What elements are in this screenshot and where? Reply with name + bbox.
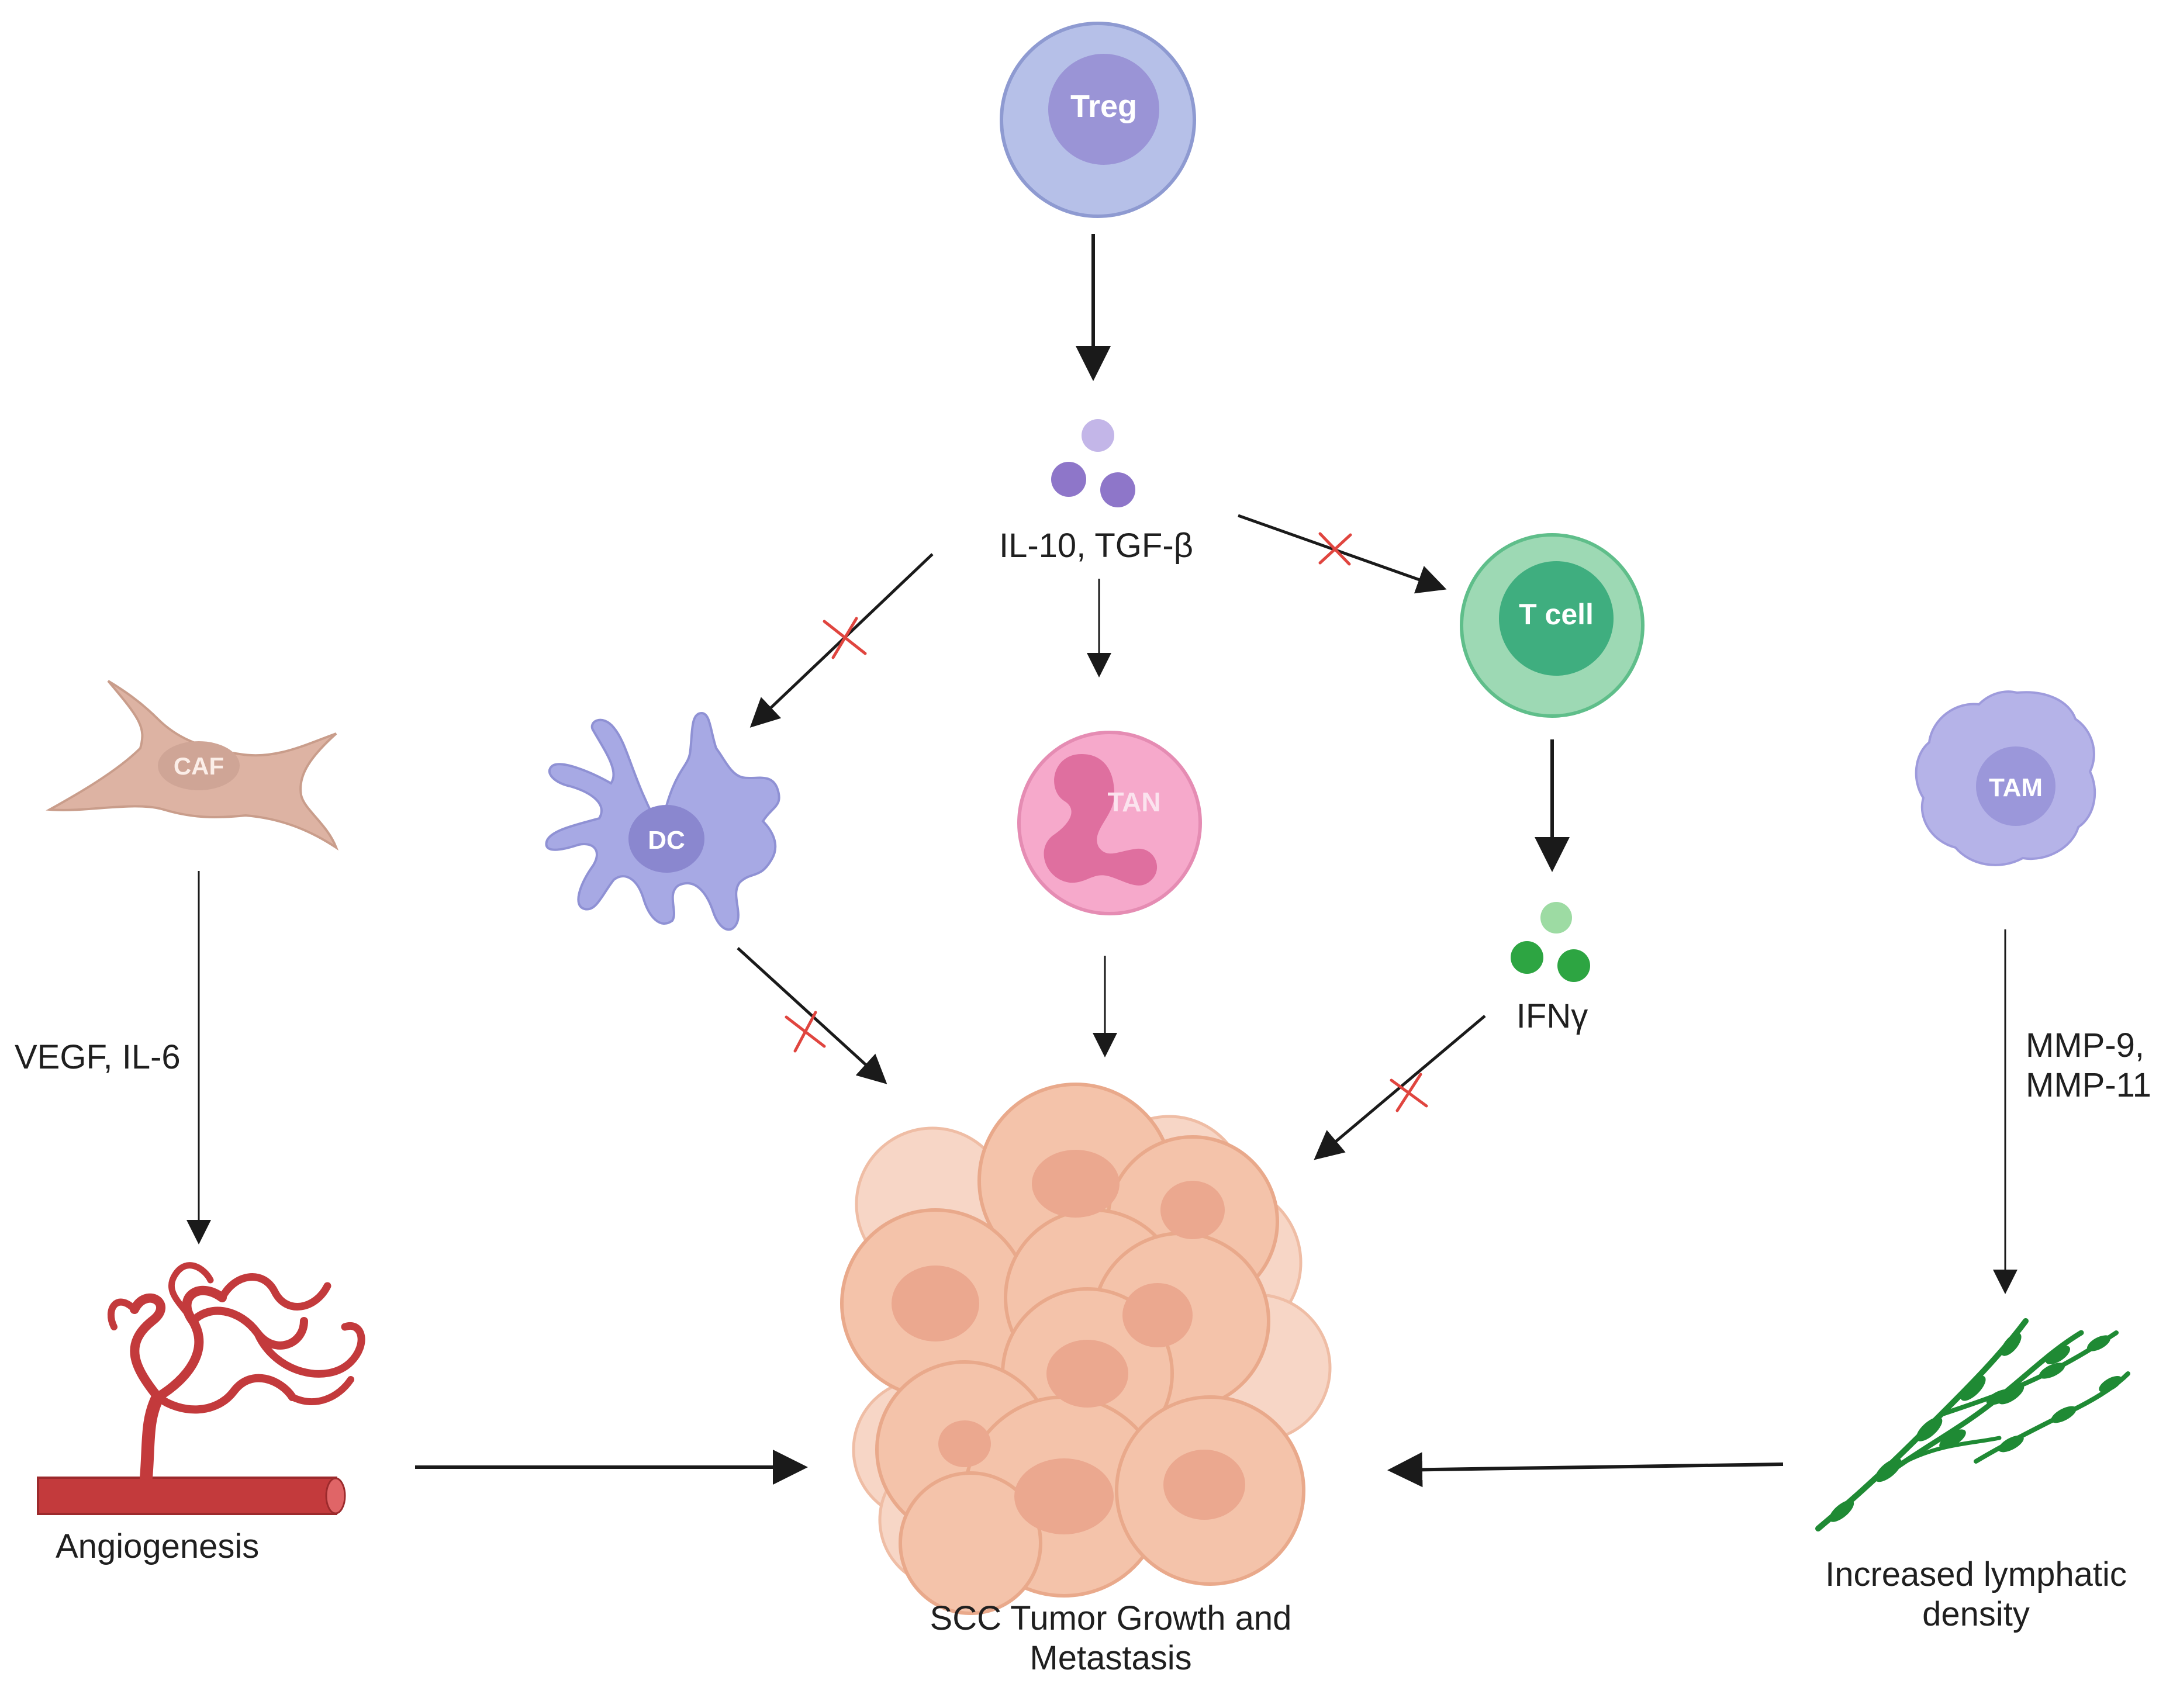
t-cell: [1460, 533, 1645, 718]
tam-cell: [1915, 690, 2096, 866]
tcell-label: T cell: [1519, 598, 1594, 631]
block-marks: [785, 532, 1428, 1112]
dc-label: DC: [648, 826, 685, 855]
block-x-icon-ifng-tumor: [1390, 1073, 1428, 1112]
arrow-cytokines-to-tcell: [1238, 514, 1447, 594]
blood-vessel-icon: [37, 1262, 365, 1515]
vegf-il6-label: VEGF, IL-6: [15, 1038, 181, 1076]
block-x-icon-tcell: [1318, 532, 1352, 566]
dc-cell: [545, 711, 780, 931]
lymphatic-density-line2: density: [1922, 1595, 2030, 1634]
angiogenesis-label: Angiogenesis: [56, 1527, 260, 1565]
ifng-dots-icon: [1511, 902, 1590, 982]
treg-label: Treg: [1070, 89, 1137, 124]
arrow-dc-to-tumor: [737, 947, 887, 1084]
lymphatic-density-label: Increased lymphatic density: [1766, 1555, 2173, 1635]
tan-cell: [1017, 731, 1202, 915]
arrow-lymphatic-to-tumor: [1387, 1452, 1784, 1488]
mmp-label-line2: MMP-11: [2026, 1066, 2151, 1105]
treg-cell: [1000, 22, 1196, 218]
caf-label: CAF: [174, 752, 224, 780]
tumor-label-line1: SCC Tumor Growth and: [930, 1599, 1292, 1637]
lymphatic-density-line1: Increased lymphatic: [1825, 1555, 2127, 1593]
caf-cell: [46, 680, 339, 851]
tan-label: TAN: [1107, 787, 1160, 817]
mmp-label: MMP-9, MMP-11: [2026, 1026, 2151, 1106]
tumor-cluster: [840, 1083, 1332, 1615]
il10-tgfb-dots-icon: [1051, 419, 1135, 507]
tam-label: TAM: [1989, 773, 2043, 802]
ifng-label: IFNγ: [1516, 997, 1588, 1035]
mmp-label-line1: MMP-9,: [2026, 1026, 2144, 1064]
lymphatic-vessels-icon: [1815, 1318, 2130, 1531]
block-x-icon-dc: [823, 617, 867, 659]
il10-tgfb-label: IL-10, TGF-β: [999, 527, 1194, 565]
tumor-label: SCC Tumor Growth and Metastasis: [859, 1599, 1362, 1679]
block-x-icon-dc-tumor: [785, 1011, 826, 1053]
tumor-label-line2: Metastasis: [1030, 1639, 1192, 1678]
